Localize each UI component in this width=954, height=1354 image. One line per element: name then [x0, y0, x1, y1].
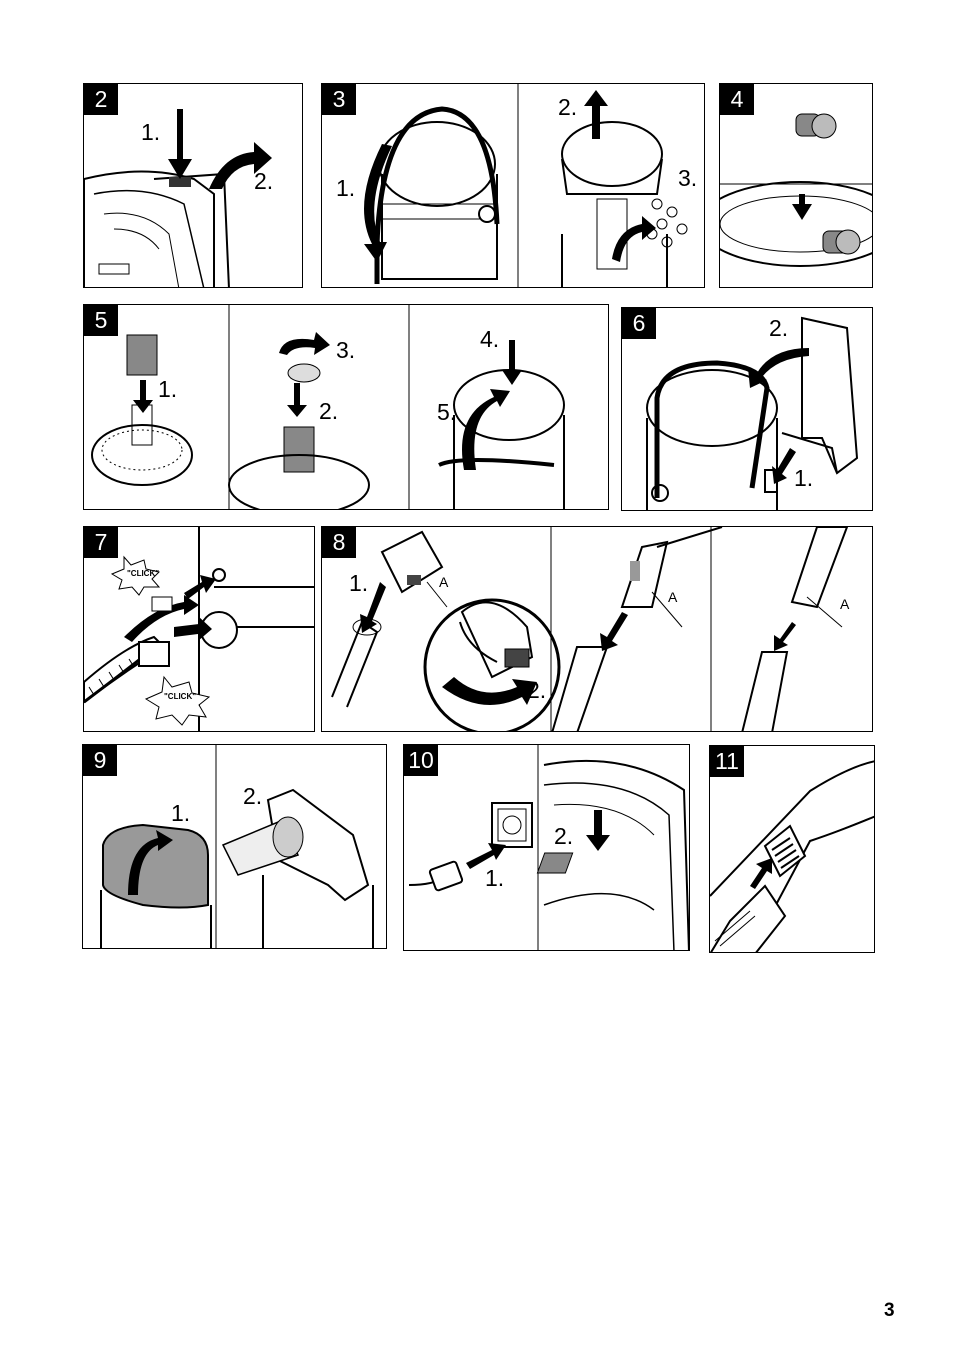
step-label-5: 5. [437, 399, 457, 425]
step-badge: 10 [404, 745, 438, 776]
step-badge: 7 [84, 527, 118, 558]
illustration-suction-control [710, 760, 874, 952]
step-label-3: 3. [678, 165, 698, 191]
figure-panel-7: 7 "CLICK" "CLICK" [83, 526, 315, 732]
step-badge: 4 [720, 84, 754, 115]
figure-panel-9: 9 1. 2. [82, 744, 387, 949]
step-badge: 9 [83, 745, 117, 776]
illustration-remove-head [364, 84, 688, 287]
step-badge: 5 [84, 305, 118, 336]
figure-panel-5: 5 1. 3. 2. 4. 5. [83, 304, 609, 510]
illustration-remove-nozzle-head [100, 745, 374, 948]
step-label-1: 1. [141, 119, 161, 145]
figure-panel-6: 6 2. 1. [621, 307, 873, 511]
illustration-attach-tube [331, 527, 849, 731]
step-label-1: 1. [336, 175, 356, 201]
figure-panel-2: 2 1. 2. [83, 83, 303, 288]
step-label-1: 1. [794, 465, 814, 491]
step-label-1: 1. [171, 800, 191, 826]
part-label-a-1: A [439, 574, 449, 590]
step-label-3: 3. [336, 337, 356, 363]
step-badge: 3 [322, 84, 356, 115]
step-label-2: 2. [319, 398, 339, 424]
illustration-release-latch [84, 109, 272, 287]
step-label-2: 2. [527, 677, 547, 703]
figure-panel-4: 4 [719, 83, 873, 288]
click-label-1: "CLICK" [127, 569, 160, 578]
illustration-accessory-holder [646, 316, 859, 510]
part-label-a-2: A [668, 589, 678, 605]
figure-panel-3: 3 1. 2. 3. [321, 83, 705, 288]
step-badge: 6 [622, 308, 656, 339]
illustration-connect-hoses [84, 527, 314, 731]
part-label-a-3: A [840, 596, 850, 612]
step-label-2: 2. [558, 94, 578, 120]
step-label-1: 1. [349, 570, 369, 596]
illustration-insert-castor [720, 113, 872, 267]
figure-panel-10: 10 1. 2. [403, 744, 690, 951]
step-label-4: 4. [480, 326, 500, 352]
illustration-filter-assembly [91, 305, 565, 509]
step-badge: 8 [322, 527, 356, 558]
step-badge: 11 [710, 746, 744, 777]
figure-panel-11: 11 [709, 745, 875, 953]
step-label-1: 1. [158, 376, 178, 402]
step-label-1: 1. [485, 865, 505, 891]
step-label-2: 2. [243, 783, 263, 809]
click-label-2: "CLICK" [164, 692, 197, 701]
step-label-2: 2. [769, 315, 789, 341]
illustration-plug-in-and-switch [408, 745, 689, 950]
figure-panel-8: 8 1. 2. A A A [321, 526, 873, 732]
step-label-2: 2. [254, 168, 274, 194]
step-badge: 2 [84, 84, 118, 115]
step-label-2: 2. [554, 823, 574, 849]
page-number: 3 [884, 1300, 895, 1321]
